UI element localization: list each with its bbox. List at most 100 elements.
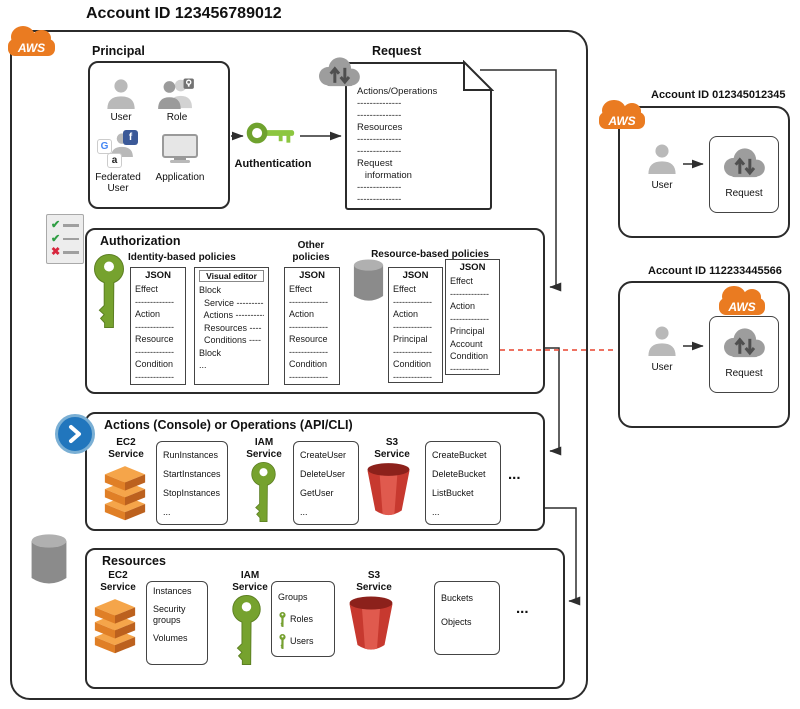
iam-roles-label: Roles <box>290 614 314 624</box>
list-item: Effect <box>135 284 158 294</box>
other-policies-label: Other policies <box>292 240 330 263</box>
resource-json-policy-doc-1: JSON Effect-------------Action----------… <box>388 267 443 383</box>
check-icon: ✔ <box>51 219 61 231</box>
list-item: Block <box>199 285 222 295</box>
identity-based-policies-label: Identity-based policies <box>128 252 236 263</box>
list-item: Request <box>357 158 393 169</box>
list-item: ------------- <box>135 321 174 332</box>
list-item: Principal <box>450 326 485 336</box>
user-label: User <box>110 112 132 123</box>
list-item: Action <box>289 309 315 319</box>
authentication-key-icon <box>246 118 298 150</box>
policy-doc-header: JSON <box>402 270 429 281</box>
list-item: ------------- <box>135 371 174 382</box>
list-item: -------------- <box>357 134 402 145</box>
main-account-title: Account ID 123456789012 <box>86 5 282 22</box>
list-item: Resources <box>357 122 403 133</box>
service-name-iam: IAM Service <box>246 437 282 460</box>
principal-title: Principal <box>92 44 145 58</box>
aws-logo-main: AWS <box>8 26 55 56</box>
policy-doc-header: Visual editor <box>199 270 264 282</box>
facebook-icon: f <box>123 130 138 145</box>
list-item: ------------- <box>289 346 328 357</box>
external-account-1-title: Account ID 012345012345 <box>651 89 786 101</box>
key-icon <box>278 612 287 627</box>
external-account-2-title: Account ID 112233445566 <box>648 265 782 277</box>
cross-icon: ✖ <box>51 246 61 258</box>
federated-user-label: Federated User <box>95 172 141 194</box>
list-item: Resources ---- <box>199 322 262 333</box>
request-cloud-icon <box>719 326 769 360</box>
list-item: Actions/Operations <box>357 86 438 97</box>
service-name-s3: S3 Service <box>356 570 392 593</box>
policy-doc-header: JSON <box>459 262 486 273</box>
list-item: Conditions ---- <box>199 335 262 345</box>
list-item: Condition <box>289 359 328 369</box>
request-details: Actions/Operations----------------------… <box>357 86 487 206</box>
visual-editor-policy-doc: Visual editor Block Service --------- Ac… <box>194 267 269 385</box>
user-icon <box>647 324 677 358</box>
iam-users-label: Users <box>290 636 314 646</box>
check-icon: ✔ <box>51 232 61 245</box>
list-item: ------------- <box>450 313 489 324</box>
list-item: ------------- <box>450 288 489 299</box>
list-item: Security groups <box>153 604 186 625</box>
list-item: ------------- <box>393 346 432 357</box>
list-item: ListBucket <box>432 488 474 498</box>
list-item: Condition <box>450 351 489 361</box>
policy-doc-lines: Block Service --------- Actions --------… <box>199 284 264 372</box>
authentication-label: Authentication <box>234 158 312 170</box>
list-item: -------------- <box>357 98 402 109</box>
iam-key-icon <box>250 462 277 522</box>
list-item: Volumes <box>153 633 188 643</box>
actions-title: Actions (Console) or Operations (API/CLI… <box>104 418 353 432</box>
list-item: Action <box>450 301 476 311</box>
list-item: ... <box>300 507 308 517</box>
actions-chevron-icon <box>55 414 95 454</box>
list-item: Buckets <box>441 593 474 603</box>
policy-doc-lines: Effect-------------Action-------------Pr… <box>393 283 438 382</box>
list-item: information <box>357 170 412 181</box>
google-icon: G <box>97 139 112 154</box>
list-item: CreateBucket <box>432 450 487 460</box>
list-item: Condition <box>393 359 432 369</box>
list-item: Resource <box>135 334 174 344</box>
aws-logo-label: AWS <box>728 300 756 315</box>
more-resources-ellipsis: ... <box>516 600 529 617</box>
list-item: ------------- <box>135 296 174 307</box>
database-cylinder-icon <box>352 258 385 304</box>
policy-doc-lines: Effect-------------Action-------------Pr… <box>450 275 495 374</box>
aws-logo-account-1: AWS <box>599 100 645 129</box>
s3-icon <box>366 459 411 521</box>
resource-json-policy-doc-2: JSON Effect-------------Action----------… <box>445 259 500 375</box>
list-item: ------------- <box>393 371 432 382</box>
key-icon <box>278 634 287 649</box>
list-item: ------------- <box>450 363 489 374</box>
list-item: ------------- <box>135 346 174 357</box>
policy-doc-header: JSON <box>299 270 325 281</box>
request-cloud-icon <box>314 54 364 90</box>
federated-user-icon: f G a <box>97 130 145 170</box>
list-item: Actions ---------- <box>199 310 265 320</box>
list-item: ------------- <box>393 321 432 332</box>
list-item: ... <box>163 507 171 517</box>
list-item: Action <box>135 309 161 319</box>
list-item: ------------- <box>289 371 328 382</box>
list-item: ------------- <box>289 296 328 307</box>
iam-key-icon <box>232 595 261 665</box>
principal-box <box>88 61 230 209</box>
list-item: ------------- <box>393 296 432 307</box>
ec2-icon <box>102 464 148 522</box>
other-json-policy-doc: JSON Effect-------------Action----------… <box>284 267 340 385</box>
iam-groups-label: Groups <box>278 592 308 602</box>
list-item: Account <box>450 338 483 349</box>
authorization-title: Authorization <box>100 234 181 248</box>
resource-based-policies-label: Resource-based policies <box>371 249 489 260</box>
service-name-ec2: EC2 Service <box>108 437 144 460</box>
user-label: User <box>651 180 673 191</box>
authorization-checklist-icon: ✔ ✔ ✖ <box>46 214 84 264</box>
list-item: -------------- <box>357 146 402 157</box>
